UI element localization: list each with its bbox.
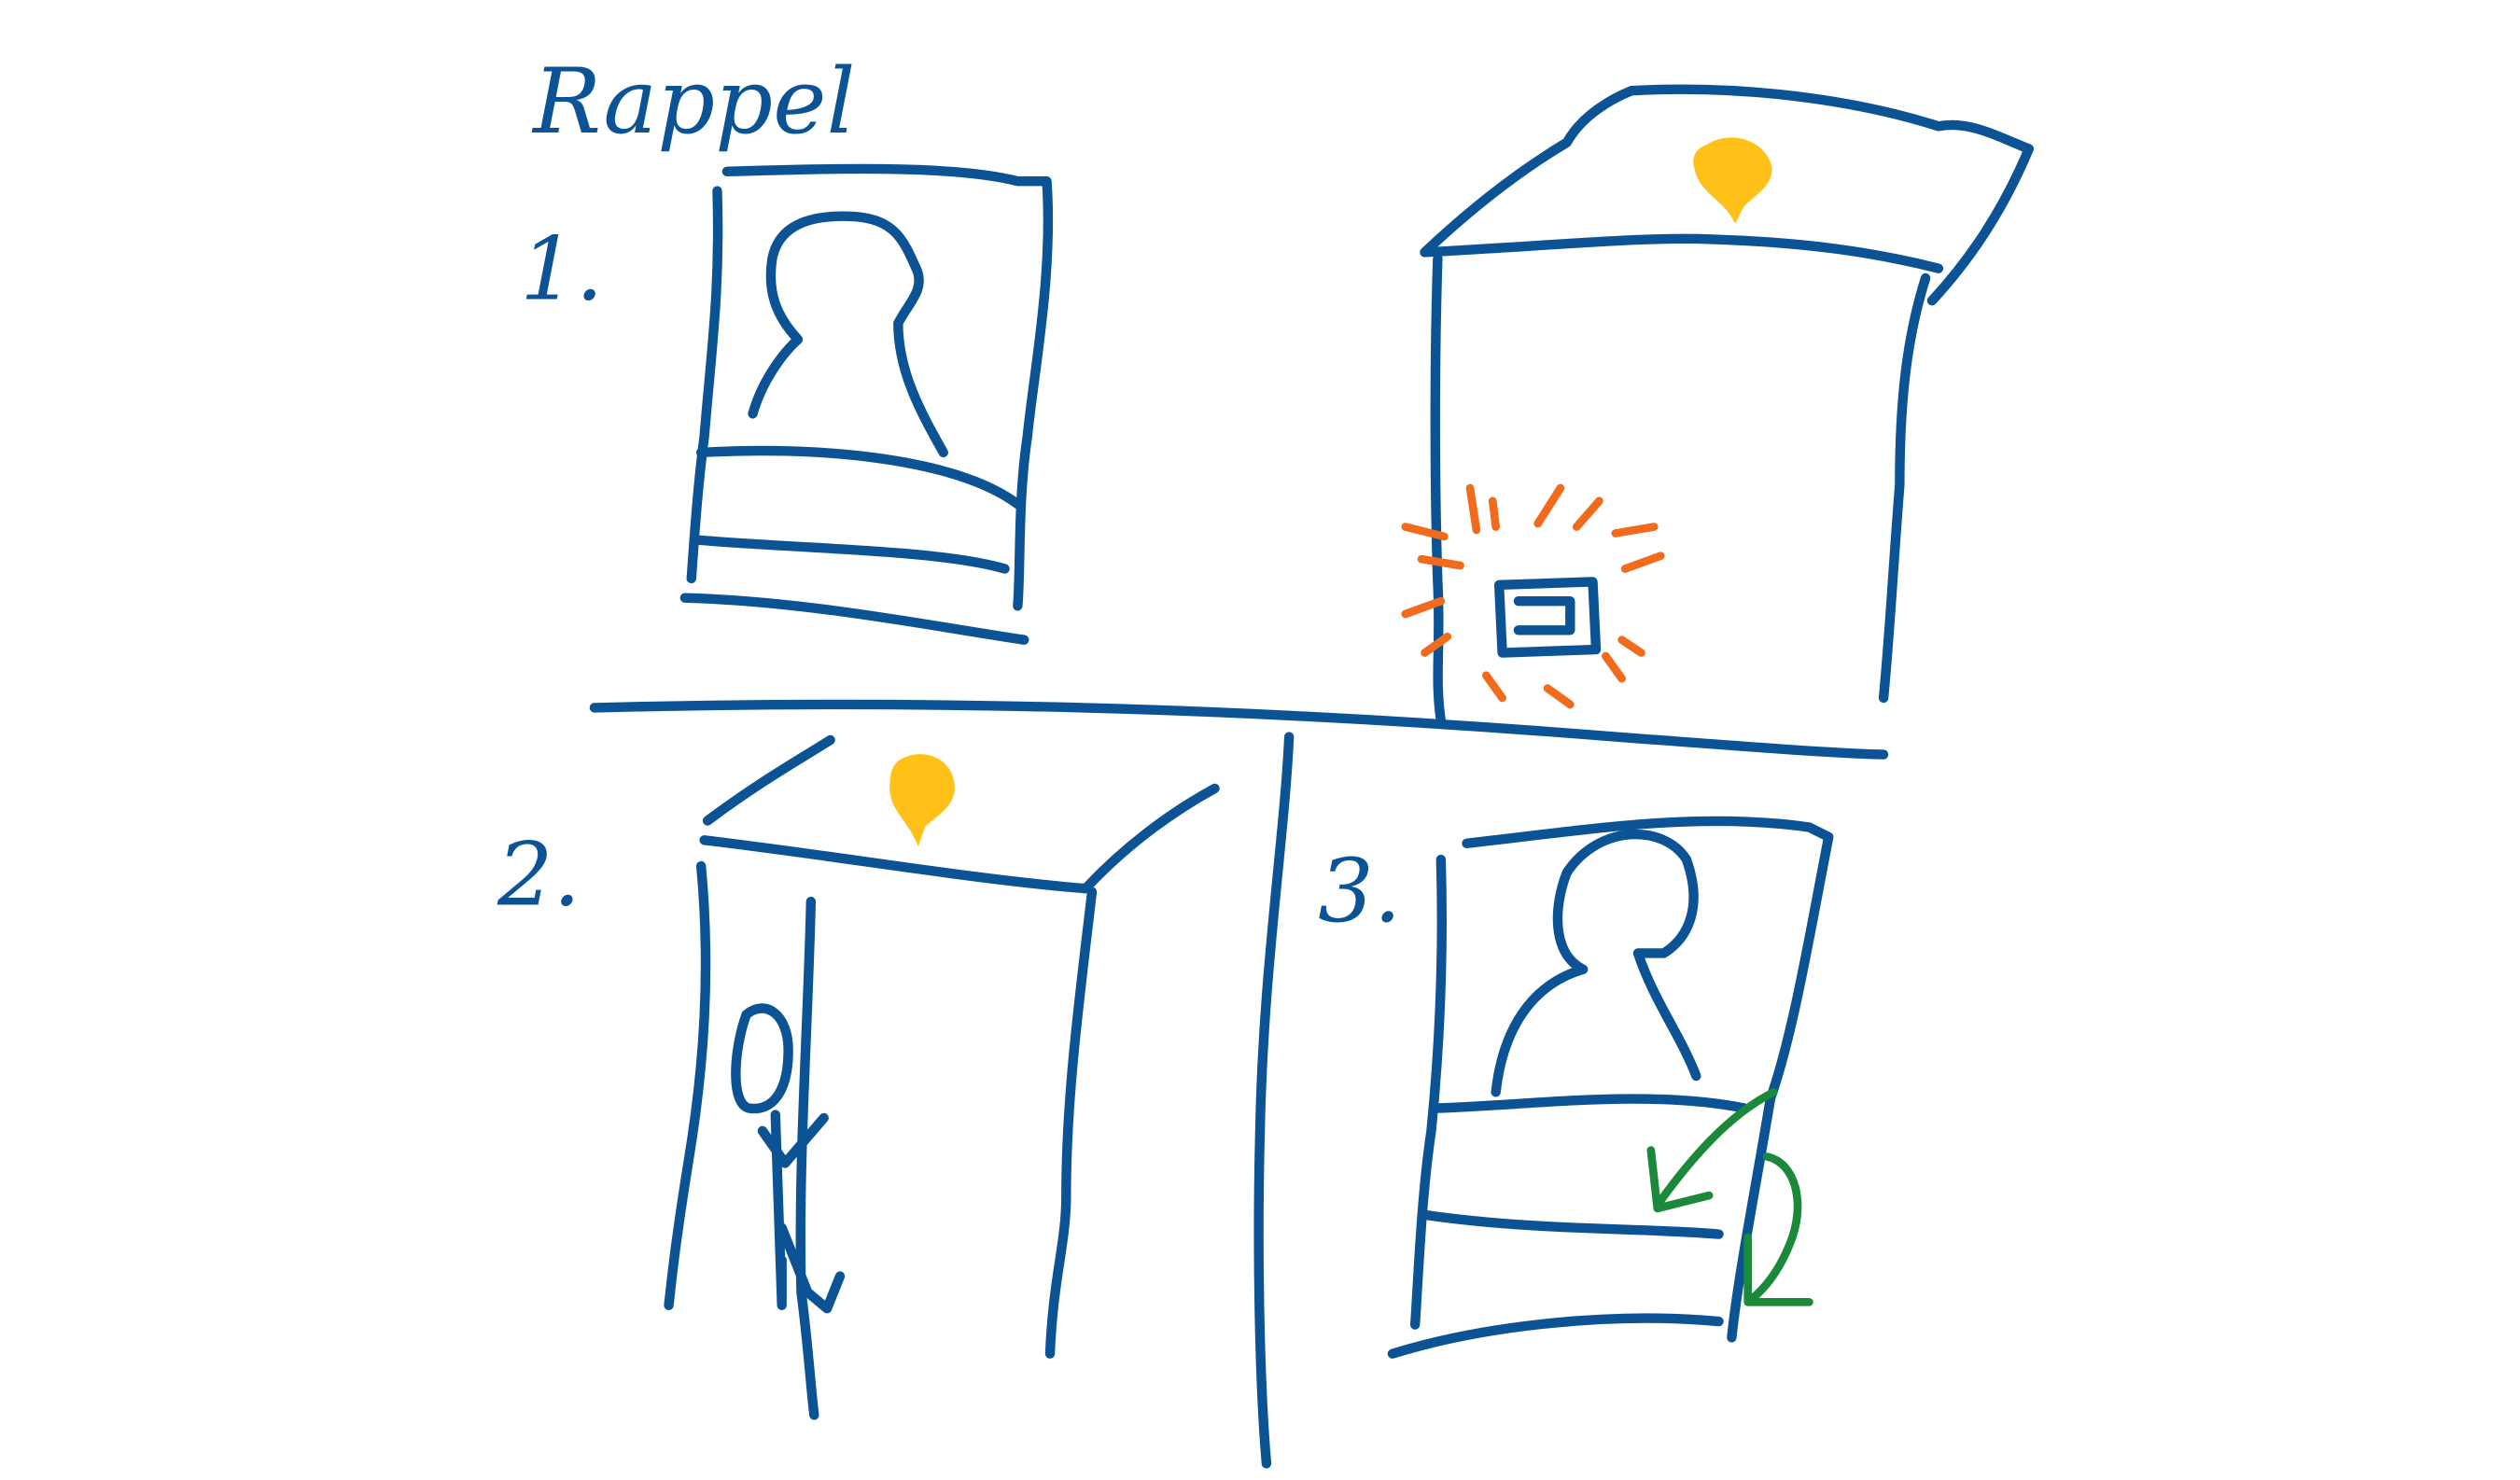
- person-silhouette-icon: [1491, 829, 1701, 1097]
- panel-2-booth-person: [664, 734, 1220, 1420]
- arrow-down-left-icon: [1646, 1087, 1778, 1213]
- vertical-divider: [1253, 732, 1295, 1469]
- panel-3-poster-screen: [1387, 816, 1834, 1359]
- arrow-curved-down-icon: [1743, 1152, 1813, 1306]
- panel-1-poster-screen: [679, 163, 1054, 645]
- light-bulb-icon: [1693, 137, 1772, 224]
- panel-booth-alarm: [1401, 84, 2035, 726]
- person-head-icon: [731, 1003, 793, 1114]
- step-3-label: 3.: [1318, 841, 1401, 942]
- stick-figure-icon: [757, 1110, 846, 1314]
- alarm-device-icon: [1493, 577, 1602, 658]
- person-silhouette-icon: [748, 211, 948, 458]
- alarm-burst-icon: [1401, 483, 1665, 709]
- step-2-label: 2.: [497, 825, 581, 927]
- step-1-label: 1.: [520, 219, 603, 321]
- light-bulb-icon: [889, 754, 955, 846]
- title-rappel: Rappel: [531, 49, 855, 154]
- horizontal-divider: [589, 699, 1889, 760]
